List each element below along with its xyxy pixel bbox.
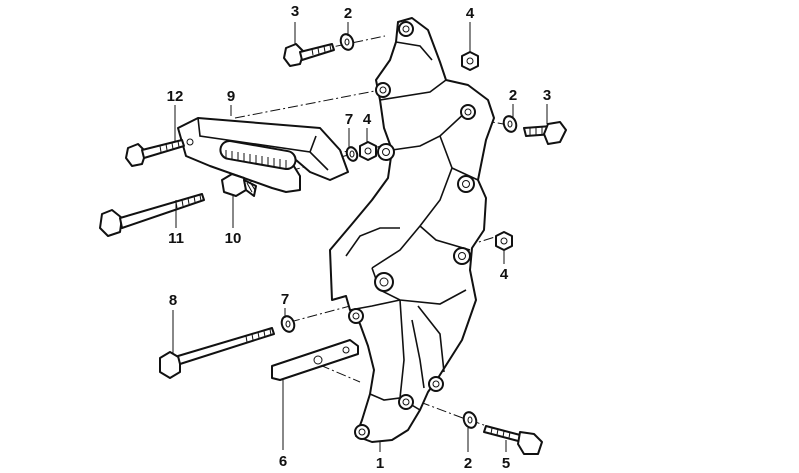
bolt-part-3-top — [283, 43, 335, 67]
callout-4-top: 4 — [466, 5, 475, 22]
callout-10: 10 — [225, 230, 242, 247]
strap-part-6 — [271, 339, 359, 381]
adjuster-nut-part-10 — [221, 173, 257, 197]
washer-part-2-bottom — [462, 411, 478, 429]
callout-11: 11 — [168, 230, 184, 247]
callout-9: 9 — [227, 88, 235, 105]
tensioner-bracket-part-9 — [177, 117, 349, 193]
leader-lines — [172, 22, 548, 452]
support-bracket-part-1 — [329, 17, 495, 443]
slot-serration — [225, 150, 287, 168]
bolt-part-12 — [125, 139, 185, 167]
nut-part-4-middle — [359, 141, 377, 161]
callout-4-right: 4 — [500, 266, 509, 283]
nut-part-4-top — [461, 51, 479, 71]
callout-8: 8 — [169, 292, 177, 309]
washer-part-7-lower — [280, 315, 296, 333]
callout-labels: 3 2 4 12 9 7 4 2 3 11 10 4 8 7 6 1 2 5 — [167, 3, 552, 472]
callout-1: 1 — [376, 455, 384, 472]
bolt-part-11 — [99, 193, 205, 237]
callout-5: 5 — [502, 455, 510, 472]
callout-2-top: 2 — [344, 5, 352, 22]
callout-3-right: 3 — [543, 87, 551, 104]
washer-part-7-upper — [345, 146, 359, 162]
bolt-part-3-right — [523, 121, 567, 145]
callout-2-right: 2 — [509, 87, 517, 104]
callout-6: 6 — [279, 453, 287, 470]
bolt-part-5 — [483, 425, 543, 455]
callout-7-lower: 7 — [281, 291, 289, 308]
callout-7-upper: 7 — [345, 111, 353, 128]
callout-12: 12 — [167, 88, 184, 105]
washer-part-2-top — [339, 33, 355, 51]
callout-4-middle: 4 — [363, 111, 372, 128]
callout-2-bottom: 2 — [464, 455, 472, 472]
bolt-part-8 — [159, 327, 275, 379]
nut-part-4-right — [495, 231, 513, 251]
callout-3-top: 3 — [291, 3, 299, 20]
washer-part-2-right — [502, 115, 518, 133]
